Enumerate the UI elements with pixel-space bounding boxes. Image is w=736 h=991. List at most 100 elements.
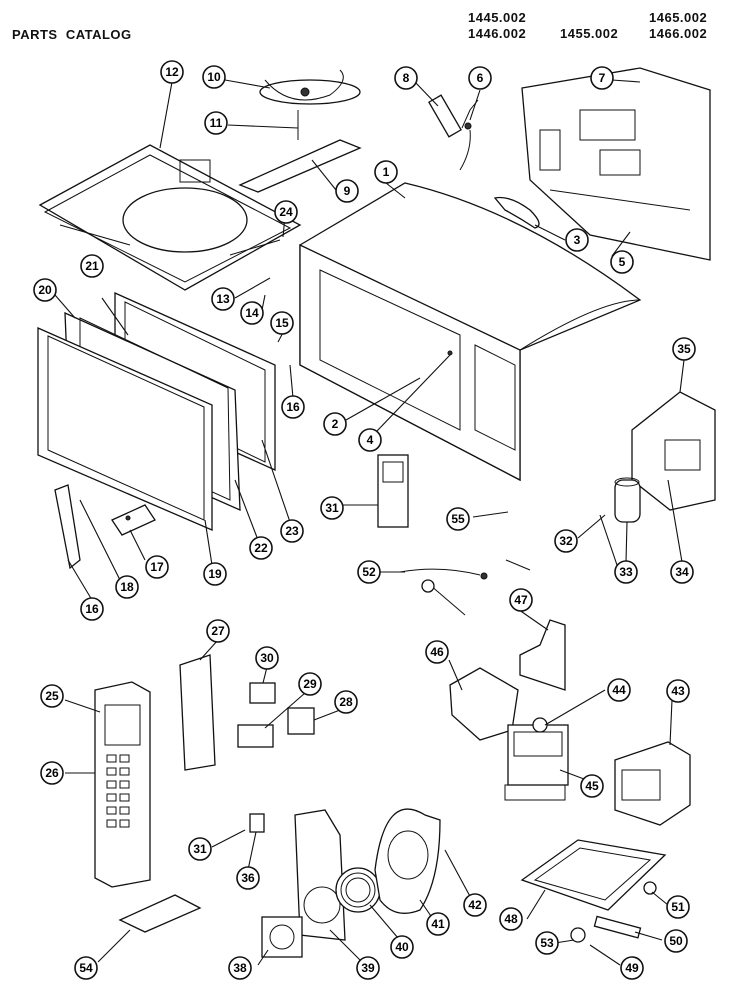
svg-text:22: 22 [254, 541, 268, 555]
part-relay-c [287, 707, 315, 735]
svg-text:13: 13 [216, 292, 230, 306]
svg-text:23: 23 [285, 524, 299, 538]
svg-text:24: 24 [279, 205, 293, 219]
callout-35: 34 [670, 560, 694, 584]
part-interlock-switch [377, 454, 409, 528]
callout-50: 49 [620, 956, 644, 980]
callout-18: 18 [115, 575, 139, 599]
svg-text:16: 16 [85, 602, 99, 616]
svg-text:17: 17 [150, 560, 164, 574]
svg-text:14: 14 [245, 306, 259, 320]
callout-36: 35 [672, 337, 696, 361]
svg-text:32: 32 [559, 534, 573, 548]
svg-text:42: 42 [468, 898, 482, 912]
part-blower-duct [374, 808, 441, 914]
callout-3: 3 [565, 228, 589, 252]
svg-text:52: 52 [362, 565, 376, 579]
svg-text:9: 9 [344, 184, 351, 198]
part-fan-motor [261, 916, 303, 958]
callout-16a: 16 [281, 395, 305, 419]
callout-1: 1 [374, 160, 398, 184]
svg-text:45: 45 [585, 779, 599, 793]
callout-32: 31 [320, 496, 344, 520]
callout-11: 11 [204, 111, 228, 135]
part-blower-wheel [335, 867, 381, 913]
svg-text:5: 5 [619, 255, 626, 269]
svg-text:21: 21 [85, 259, 99, 273]
part-shield-bracket [519, 619, 566, 691]
callout-13: 13 [211, 287, 235, 311]
svg-text:27: 27 [211, 624, 225, 638]
callout-44: 43 [666, 679, 690, 703]
svg-text:18: 18 [120, 580, 134, 594]
part-capacitor [614, 477, 641, 523]
callout-9: 9 [335, 179, 359, 203]
callout-4: 4 [358, 428, 382, 452]
svg-text:46: 46 [430, 645, 444, 659]
part-fan-blade [259, 69, 361, 105]
callout-7: 7 [590, 66, 614, 90]
svg-text:31: 31 [325, 501, 339, 515]
svg-text:31: 31 [193, 842, 207, 856]
callout-31: 31 [188, 837, 212, 861]
callout-22: 22 [249, 536, 273, 560]
page-title: PARTS CATALOG [12, 27, 132, 42]
svg-text:49: 49 [625, 961, 639, 975]
svg-text:2: 2 [332, 417, 339, 431]
callout-17: 17 [145, 555, 169, 579]
callout-56: 55 [446, 507, 470, 531]
part-control-keypad [94, 681, 151, 888]
callout-30: 30 [255, 646, 279, 670]
svg-text:44: 44 [612, 683, 626, 697]
callout-39: 38 [228, 956, 252, 980]
part-thermal-fuse [428, 94, 479, 171]
callout-15: 15 [270, 311, 294, 335]
callout-47: 46 [425, 640, 449, 664]
callout-29: 29 [298, 672, 322, 696]
callout-28: 28 [334, 690, 358, 714]
callout-38: 36 [236, 866, 260, 890]
svg-text:47: 47 [514, 593, 528, 607]
callout-19: 19 [203, 562, 227, 586]
callout-54: 53 [535, 931, 559, 955]
callout-51: 50 [664, 929, 688, 953]
svg-text:20: 20 [38, 283, 52, 297]
callout-53: 52 [357, 560, 381, 584]
svg-text:7: 7 [599, 71, 606, 85]
callout-24: 24 [274, 200, 298, 224]
part-base-plate [520, 839, 667, 911]
callout-14: 14 [240, 301, 264, 325]
callout-26: 26 [40, 761, 64, 785]
svg-text:30: 30 [260, 651, 274, 665]
callout-25: 25 [40, 684, 64, 708]
callout-6: 6 [468, 66, 492, 90]
callout-12: 12 [160, 60, 184, 84]
svg-text:16: 16 [286, 400, 300, 414]
svg-text:8: 8 [403, 71, 410, 85]
svg-text:19: 19 [208, 567, 222, 581]
part-transformer [614, 741, 691, 826]
callout-21: 21 [80, 254, 104, 278]
svg-text:39: 39 [361, 961, 375, 975]
part-nut [643, 881, 657, 895]
model-number-1446: 1446.002 [468, 26, 527, 41]
svg-text:35: 35 [677, 342, 691, 356]
part-circuit-board [179, 654, 216, 771]
part-top-plate [38, 144, 302, 291]
part-fan-bracket [238, 110, 362, 193]
part-leg-hardware [570, 915, 642, 943]
model-number-1465: 1465.002 [649, 10, 708, 25]
callout-45: 44 [607, 678, 631, 702]
part-oven-cavity [299, 243, 521, 482]
svg-text:50: 50 [669, 934, 683, 948]
model-number-1455: 1455.002 [560, 26, 619, 41]
svg-text:26: 26 [45, 766, 59, 780]
svg-text:38: 38 [233, 961, 247, 975]
svg-text:1: 1 [383, 165, 390, 179]
callout-43: 42 [463, 893, 487, 917]
callout-49: 48 [499, 907, 523, 931]
callout-48: 47 [509, 588, 533, 612]
svg-text:28: 28 [339, 695, 353, 709]
callout-55: 54 [74, 956, 98, 980]
